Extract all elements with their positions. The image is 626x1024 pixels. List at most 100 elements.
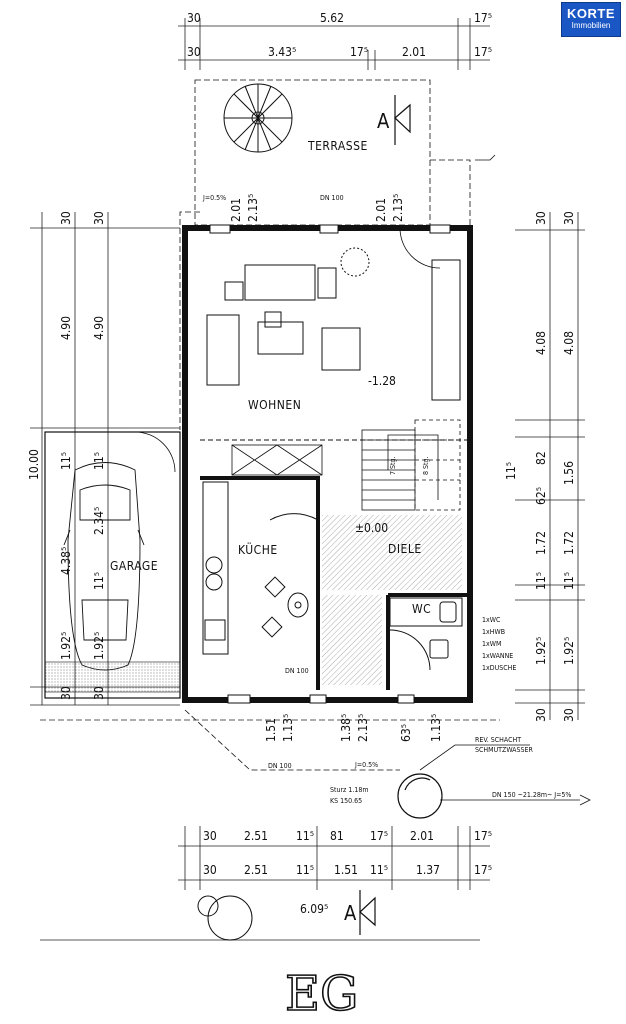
bath-item-3: 1xWM — [482, 640, 501, 648]
tree-symbol — [197, 895, 253, 941]
room-wc: WC — [412, 602, 431, 616]
dim-top-total: 5.62 — [320, 11, 344, 25]
stair-label-1: 7 Stg. — [389, 457, 397, 475]
bath-item-1: 1xWC — [482, 616, 501, 624]
dim-b1-30: 30 — [203, 829, 217, 843]
dim-top2-30: 30 — [187, 45, 201, 59]
bath-fixtures — [287, 592, 463, 671]
dim-b1-175: 17⁵ — [370, 829, 388, 843]
dim-right-o-192: 1.92⁵ — [534, 637, 548, 665]
garage — [44, 431, 181, 699]
car-drawing — [63, 462, 145, 671]
dim-top2-175: 17⁵ — [350, 45, 368, 59]
dim-b1-81: 81 — [330, 829, 344, 843]
room-diele: DIELE — [388, 542, 422, 556]
section-letter-top: A — [377, 109, 390, 133]
win-dim-1: 2.01 — [229, 198, 243, 222]
bwin-dim-6: 1.13⁵ — [429, 714, 443, 742]
pipe-dn100-bottom: DN 100 — [268, 762, 292, 770]
dim-right-o-625: 62⁵ — [534, 487, 548, 505]
dim-b2-137: 1.37 — [416, 863, 440, 877]
dim-b1-251: 2.51 — [244, 829, 268, 843]
room-garage: GARAGE — [110, 559, 158, 573]
bwin-dim-3: 1.38⁵ — [339, 714, 353, 742]
stair-label-2: 8 Stg. — [422, 457, 430, 475]
section-marker-top — [394, 95, 411, 145]
dim-top-17: 17⁵ — [474, 11, 492, 25]
dim-right-i-156: 1.56 — [562, 461, 576, 485]
dim-left-i-490: 4.90 — [92, 316, 106, 340]
dim-top2-17b: 17⁵ — [474, 45, 492, 59]
room-kueche: KÜCHE — [238, 541, 278, 557]
win-dim-2: 2.13⁵ — [246, 194, 260, 222]
shaft-line2: SCHMUTZWASSER — [475, 746, 533, 754]
dim-left-i-115: 11⁵ — [92, 452, 106, 470]
floor-label-eg: EG — [285, 966, 358, 1022]
dim-right-o-408: 4.08 — [534, 331, 548, 355]
section-letter-bottom: A — [344, 901, 357, 925]
dim-left-o-30b: 30 — [59, 686, 73, 700]
logo-name: KORTE — [567, 6, 615, 21]
level-diele: ±0.00 — [355, 521, 388, 535]
dim-left-o-115: 11⁵ — [59, 452, 73, 470]
win-dim-3: 2.01 — [374, 198, 388, 222]
stairs — [231, 419, 461, 511]
dim-b2-175: 17⁵ — [474, 863, 492, 877]
shaft-sturz: Sturz 1.18m — [330, 786, 369, 794]
section-marker-bottom — [359, 890, 376, 935]
level-wohnen: -1.28 — [368, 374, 396, 388]
bwin-dim-5: 63⁵ — [399, 724, 413, 742]
dim-right-o-115b: 11⁵ — [534, 572, 548, 590]
dim-b2-151: 1.51 — [334, 863, 358, 877]
dim-right-i-30: 30 — [562, 211, 576, 225]
dim-right-i-172: 1.72 — [562, 531, 576, 555]
terrace — [194, 79, 471, 226]
shaft-line1: REV. SCHACHT — [475, 736, 521, 744]
dim-right-i-82: 82 — [534, 451, 548, 465]
pipe-slope-top: J=0.5% — [202, 194, 226, 202]
dim-right-o-30b: 30 — [534, 708, 548, 722]
dim-right-o-172: 1.72 — [534, 531, 548, 555]
drain-lines — [179, 154, 591, 806]
dim-right-i-115: 11⁵ — [562, 572, 576, 590]
dim-bottom-total: 6.09⁵ — [300, 902, 328, 916]
dim-right-o-30: 30 — [534, 211, 548, 225]
pipe-slope-bottom: J=0.5% — [354, 761, 378, 769]
dim-b2-115: 11⁵ — [296, 863, 314, 877]
bath-item-2: 1xHWB — [482, 628, 505, 636]
diele-hatch — [322, 515, 462, 590]
pipe-dn100-kitchen: DN 100 — [285, 667, 309, 675]
bath-item-5: 1xDUSCHE — [482, 664, 516, 672]
bwin-dim-2: 1.13⁵ — [281, 714, 295, 742]
dim-right-i-30b: 30 — [562, 708, 576, 722]
pipe-dn100-top: DN 100 — [320, 194, 344, 202]
dim-left-o-490: 4.90 — [59, 316, 73, 340]
sewage-shaft-symbol — [397, 773, 443, 819]
dim-b1-115: 11⁵ — [296, 829, 314, 843]
dim-left-i-234: 2.34⁵ — [92, 507, 106, 535]
dim-b2-251: 2.51 — [244, 863, 268, 877]
living-furniture — [206, 227, 461, 401]
korte-logo: KORTE Immobilien — [561, 2, 621, 37]
dim-left-i-30b: 30 — [92, 686, 106, 700]
room-wohnen: WOHNEN — [248, 398, 301, 412]
dimension-lines — [30, 18, 585, 941]
dim-left-total: 10.00 — [27, 449, 41, 480]
shaft-ks: KS 150.65 — [330, 797, 362, 805]
dim-b2-30: 30 — [203, 863, 217, 877]
dim-left-o-30: 30 — [59, 211, 73, 225]
bwin-dim-4: 2.13⁵ — [356, 714, 370, 742]
dim-left-i-192: 1.92⁵ — [92, 632, 106, 660]
dim-b2-115b: 11⁵ — [370, 863, 388, 877]
dim-b1-201: 2.01 — [410, 829, 434, 843]
dim-left-i-115b: 11⁵ — [92, 572, 106, 590]
spiral-stair — [223, 83, 293, 153]
kitchen-fixtures — [202, 481, 319, 655]
dim-top-30: 30 — [187, 11, 201, 25]
dim-top2-343: 3.43⁵ — [268, 45, 296, 59]
bath-item-4: 1xWANNE — [482, 652, 513, 660]
logo-subtitle: Immobilien — [571, 21, 611, 30]
dim-right-i-192: 1.92⁵ — [562, 637, 576, 665]
dim-left-i-30: 30 — [92, 211, 106, 225]
